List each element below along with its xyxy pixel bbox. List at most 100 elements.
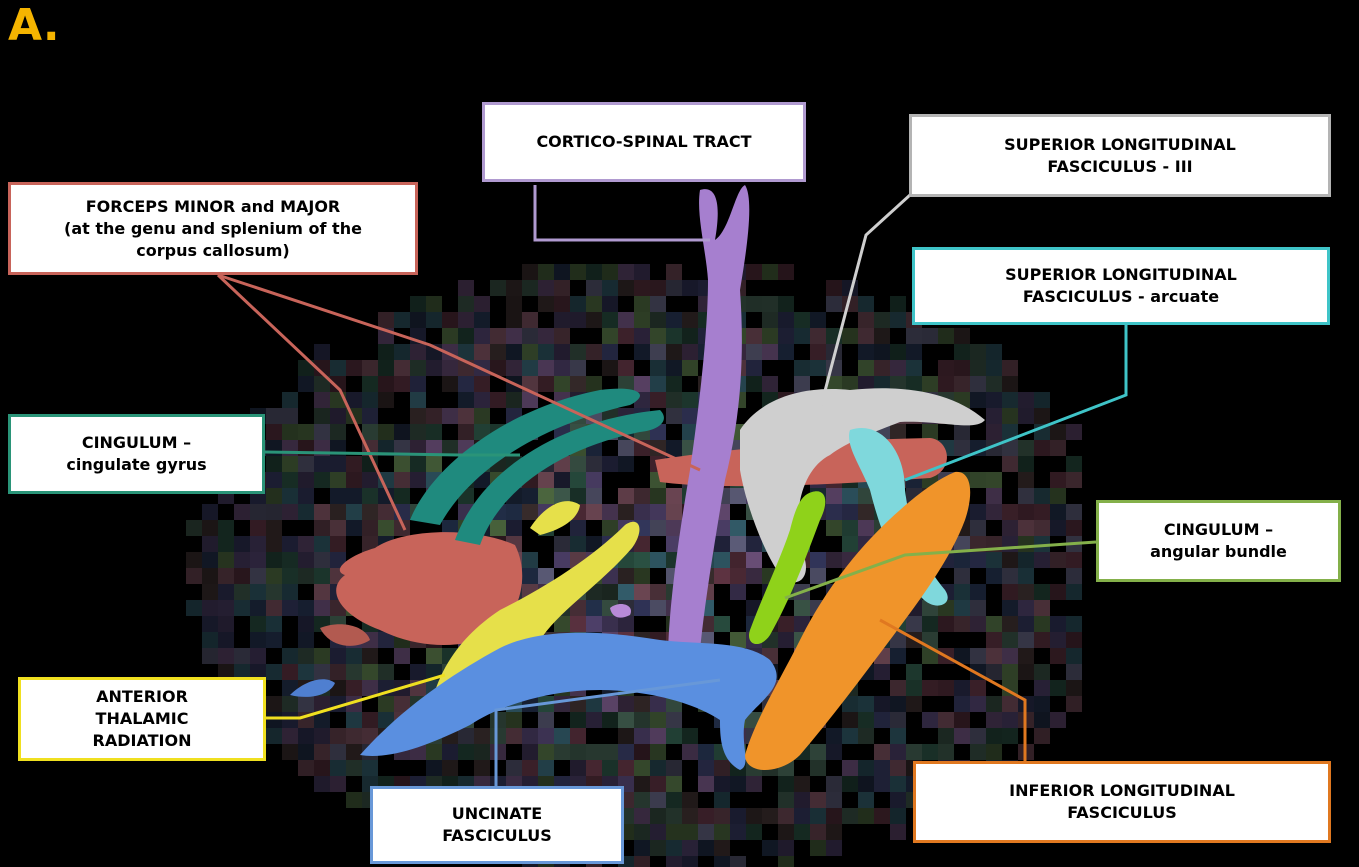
voxel	[986, 664, 1002, 680]
voxel	[650, 776, 666, 792]
voxel	[698, 760, 714, 776]
label-cingulum-gyrus: CINGULUM – cingulate gyrus	[8, 414, 265, 494]
voxel	[858, 728, 874, 744]
voxel	[410, 296, 426, 312]
voxel	[570, 616, 586, 632]
voxel	[858, 808, 874, 824]
label-line: FORCEPS MINOR and MAJOR	[86, 196, 341, 218]
voxel	[282, 424, 298, 440]
label-inferior-longitudinal: INFERIOR LONGITUDINAL FASCICULUS	[913, 761, 1331, 843]
voxel	[266, 408, 282, 424]
voxel	[298, 376, 314, 392]
voxel	[1018, 600, 1034, 616]
voxel	[298, 760, 314, 776]
voxel	[906, 328, 922, 344]
voxel	[282, 744, 298, 760]
voxel	[522, 488, 538, 504]
voxel	[1034, 504, 1050, 520]
voxel	[410, 456, 426, 472]
voxel	[570, 264, 586, 280]
voxel	[314, 600, 330, 616]
voxel	[618, 328, 634, 344]
voxel	[1034, 664, 1050, 680]
voxel	[282, 536, 298, 552]
voxel	[298, 744, 314, 760]
voxel	[394, 456, 410, 472]
voxel	[730, 808, 746, 824]
voxel	[602, 280, 618, 296]
voxel	[202, 536, 218, 552]
voxel	[634, 376, 650, 392]
voxel	[970, 648, 986, 664]
voxel	[650, 792, 666, 808]
voxel	[1066, 456, 1082, 472]
voxel	[218, 616, 234, 632]
voxel	[746, 328, 762, 344]
voxel	[602, 360, 618, 376]
voxel	[682, 824, 698, 840]
voxel	[346, 504, 362, 520]
voxel	[298, 536, 314, 552]
voxel	[330, 664, 346, 680]
voxel	[298, 616, 314, 632]
voxel	[282, 600, 298, 616]
voxel	[858, 296, 874, 312]
voxel	[586, 744, 602, 760]
voxel	[586, 312, 602, 328]
voxel	[426, 744, 442, 760]
voxel	[1018, 440, 1034, 456]
voxel	[730, 488, 746, 504]
voxel	[362, 424, 378, 440]
voxel	[250, 648, 266, 664]
voxel	[746, 360, 762, 376]
voxel	[490, 712, 506, 728]
voxel	[506, 728, 522, 744]
voxel	[1002, 360, 1018, 376]
voxel	[346, 680, 362, 696]
voxel	[346, 728, 362, 744]
voxel	[1002, 664, 1018, 680]
voxel	[458, 728, 474, 744]
voxel	[586, 712, 602, 728]
voxel	[602, 616, 618, 632]
voxel	[586, 616, 602, 632]
voxel	[298, 728, 314, 744]
voxel	[1050, 712, 1066, 728]
voxel	[634, 856, 650, 867]
voxel	[1066, 664, 1082, 680]
voxel	[538, 488, 554, 504]
voxel	[666, 488, 682, 504]
voxel	[282, 696, 298, 712]
voxel	[218, 648, 234, 664]
voxel	[970, 344, 986, 360]
voxel	[826, 840, 842, 856]
voxel	[538, 264, 554, 280]
voxel	[1002, 616, 1018, 632]
voxel	[298, 424, 314, 440]
voxel	[266, 728, 282, 744]
voxel	[426, 408, 442, 424]
voxel	[1034, 696, 1050, 712]
voxel	[1034, 680, 1050, 696]
voxel	[1034, 728, 1050, 744]
voxel	[682, 392, 698, 408]
voxel	[922, 744, 938, 760]
voxel	[906, 360, 922, 376]
voxel	[234, 536, 250, 552]
label-line: angular bundle	[1150, 541, 1287, 563]
voxel	[250, 584, 266, 600]
voxel	[730, 552, 746, 568]
label-line: ANTERIOR	[96, 686, 188, 708]
voxel	[538, 328, 554, 344]
voxel	[586, 760, 602, 776]
voxel	[266, 712, 282, 728]
voxel	[410, 664, 426, 680]
voxel	[810, 360, 826, 376]
voxel	[330, 456, 346, 472]
voxel	[698, 824, 714, 840]
voxel	[986, 616, 1002, 632]
voxel	[202, 552, 218, 568]
voxel	[682, 744, 698, 760]
voxel	[1066, 632, 1082, 648]
voxel	[890, 696, 906, 712]
